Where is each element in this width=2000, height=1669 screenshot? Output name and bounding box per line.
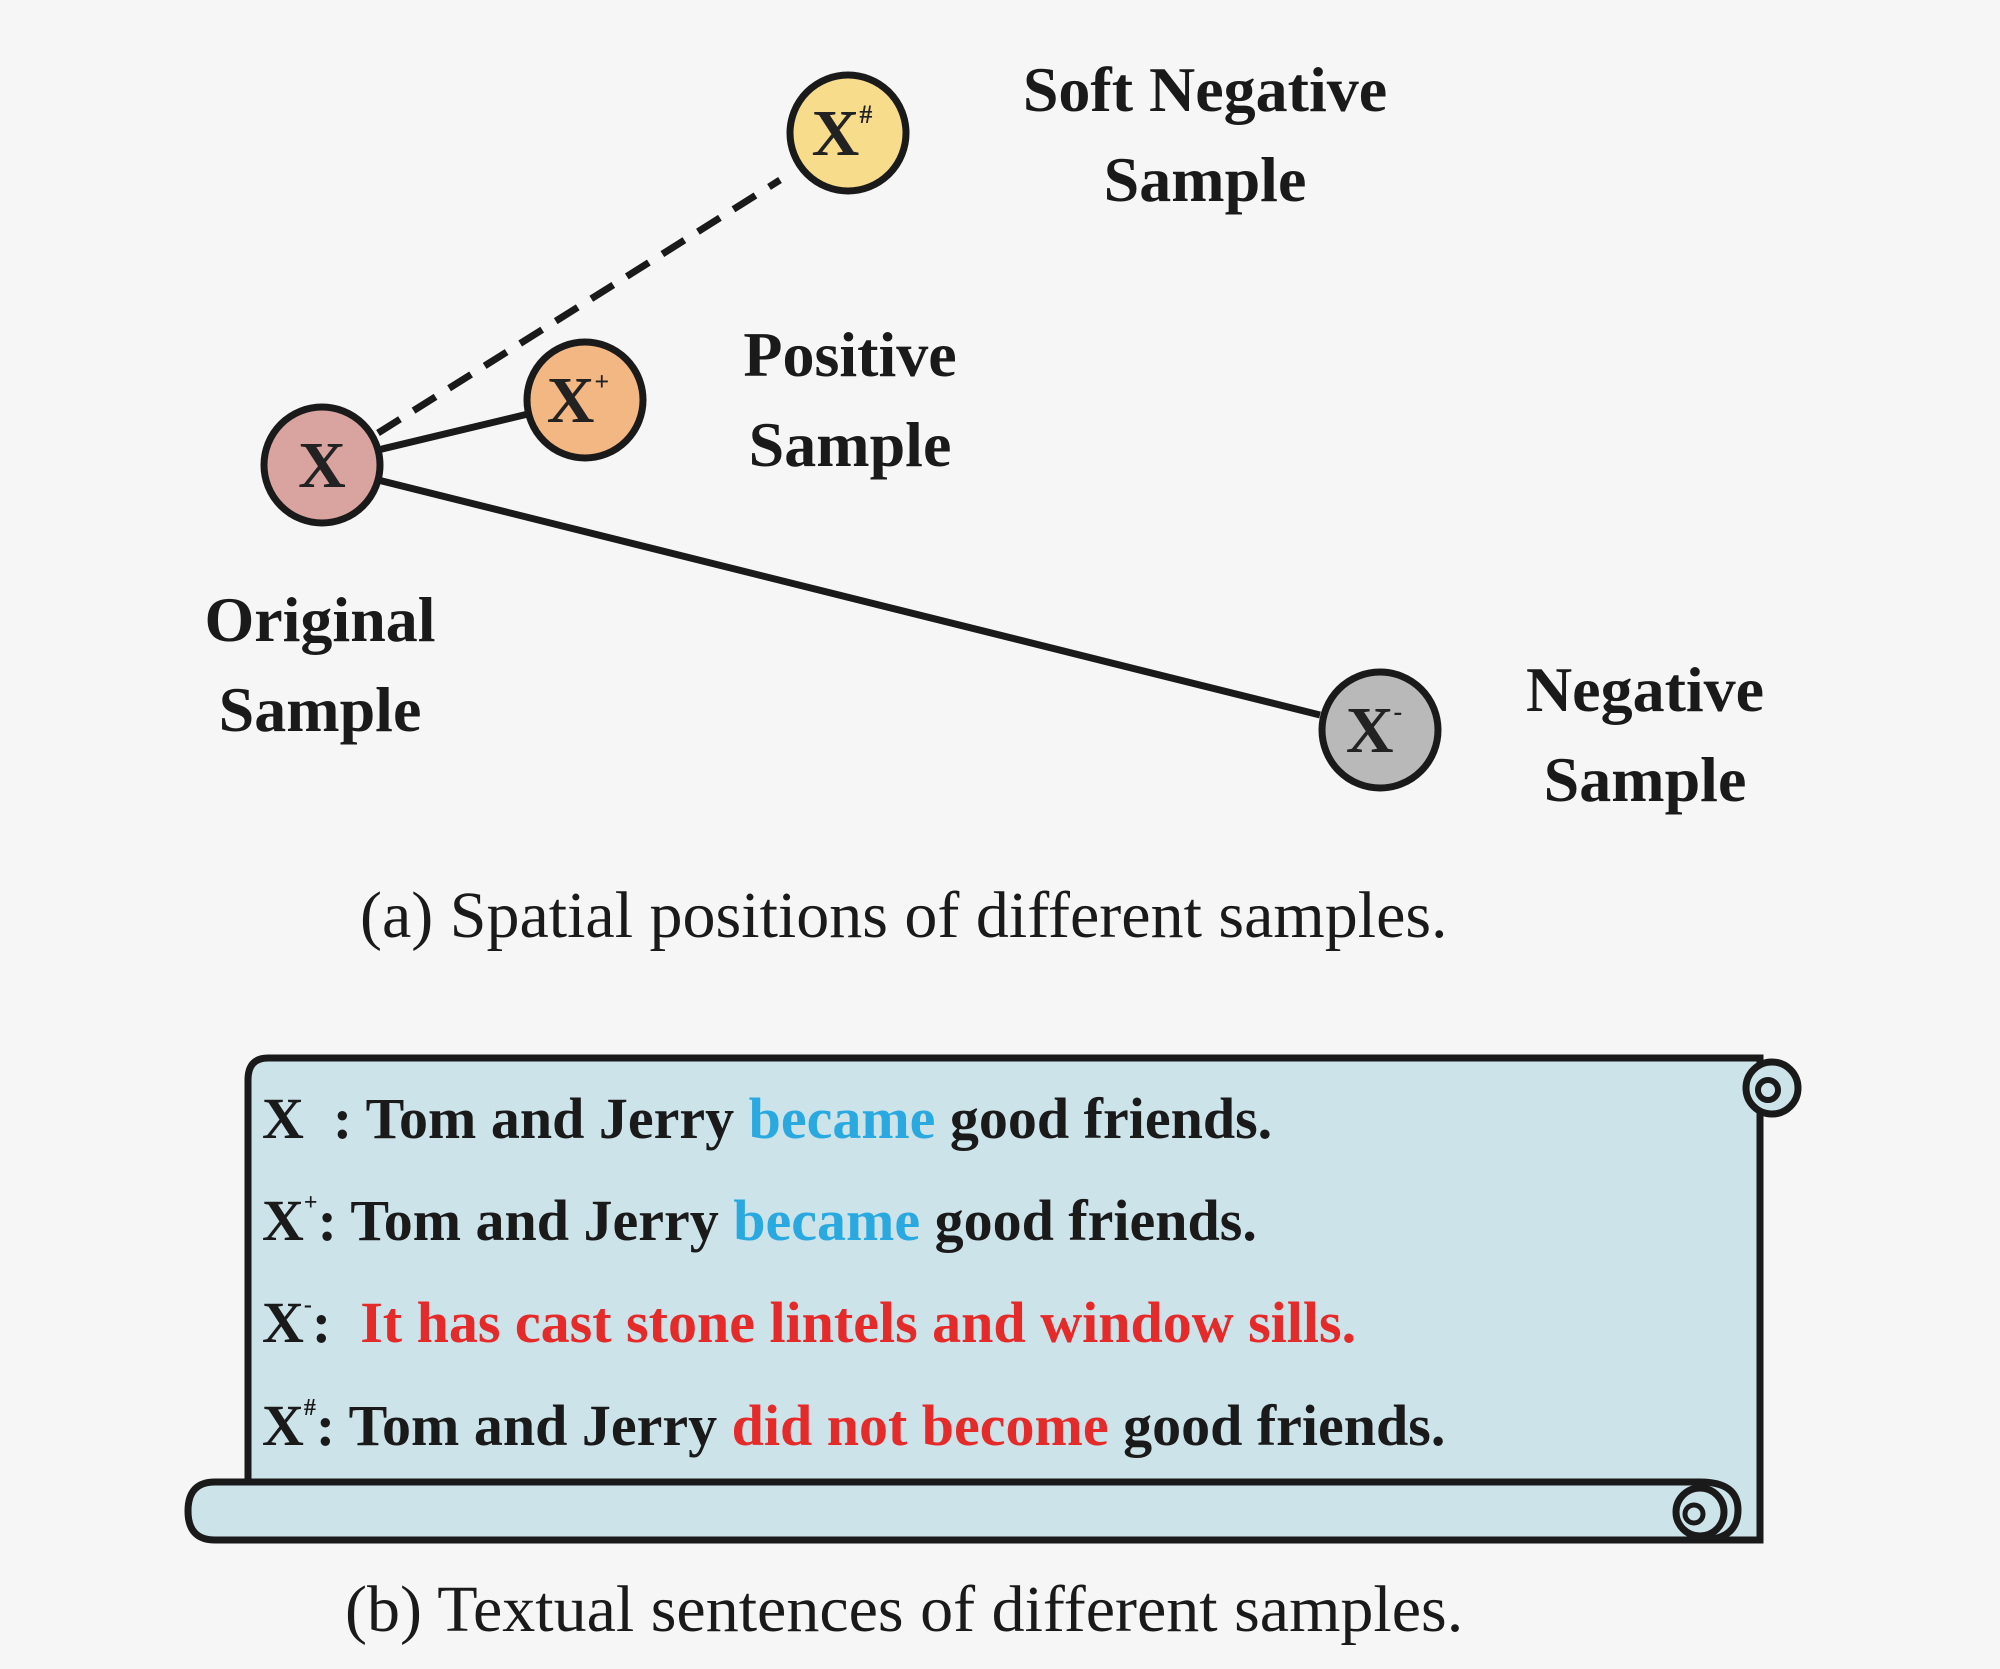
sentence-negative: X-: It has cast stone lintels and window… [262,1290,1357,1355]
caption-a: (a) Spatial positions of different sampl… [360,879,1448,952]
label-positive: Positive Sample [743,319,957,480]
svg-text:X#: X# [812,97,873,170]
node-negative: X- [1318,668,1442,792]
scroll [184,1054,1802,1544]
sentence-original: X : Tom and Jerry became good friends. [262,1086,1273,1151]
caption-b: (b) Textual sentences of different sampl… [345,1573,1464,1646]
node-positive: X+ [523,338,647,462]
edge-original-positive [377,410,529,454]
svg-text:X-: X- [1346,694,1402,767]
label-original: Original Sample [204,584,436,745]
node-original: X [260,403,384,527]
label-negative: Negative Sample [1525,654,1765,815]
sentence-soft-negative: X#: Tom and Jerry did not become good fr… [262,1393,1446,1458]
edge-original-negative [377,476,1321,719]
label-soft-negative: Soft Negative Sample [1022,54,1388,215]
svg-text:X: X [298,429,346,502]
svg-text:X+: X+ [547,364,610,437]
edge-original-soft-negative [376,177,782,436]
node-soft-negative: X# [786,71,910,195]
sentence-positive: X+: Tom and Jerry became good friends. [262,1188,1257,1253]
